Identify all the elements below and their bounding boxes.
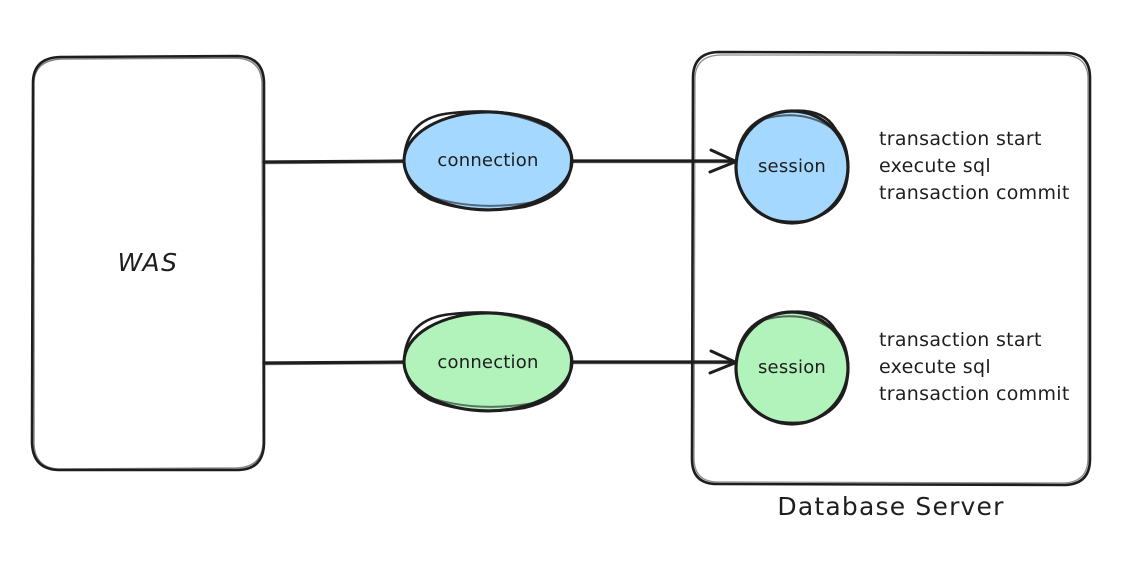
- node-connection-top[interactable]: [402, 110, 574, 212]
- edge-was-to-connection-bottom: [262, 360, 410, 366]
- database-server-box[interactable]: [690, 50, 1092, 487]
- was-box[interactable]: [30, 54, 266, 472]
- operation-transaction-start: transaction start: [879, 128, 1042, 150]
- operation-transaction-commit: transaction commit: [879, 383, 1070, 405]
- operation-execute-sql: execute sql: [879, 155, 991, 177]
- node-session-bottom[interactable]: [734, 310, 850, 426]
- operation-transaction-start: transaction start: [879, 329, 1042, 351]
- node-session-top[interactable]: [734, 109, 850, 225]
- edge-was-to-connection-top: [262, 159, 410, 165]
- operations-list-top: transaction start execute sql transactio…: [879, 126, 1070, 207]
- operation-transaction-commit: transaction commit: [879, 182, 1070, 204]
- operations-list-bottom: transaction start execute sql transactio…: [879, 327, 1070, 408]
- operation-execute-sql: execute sql: [879, 356, 991, 378]
- node-connection-bottom[interactable]: [402, 311, 574, 413]
